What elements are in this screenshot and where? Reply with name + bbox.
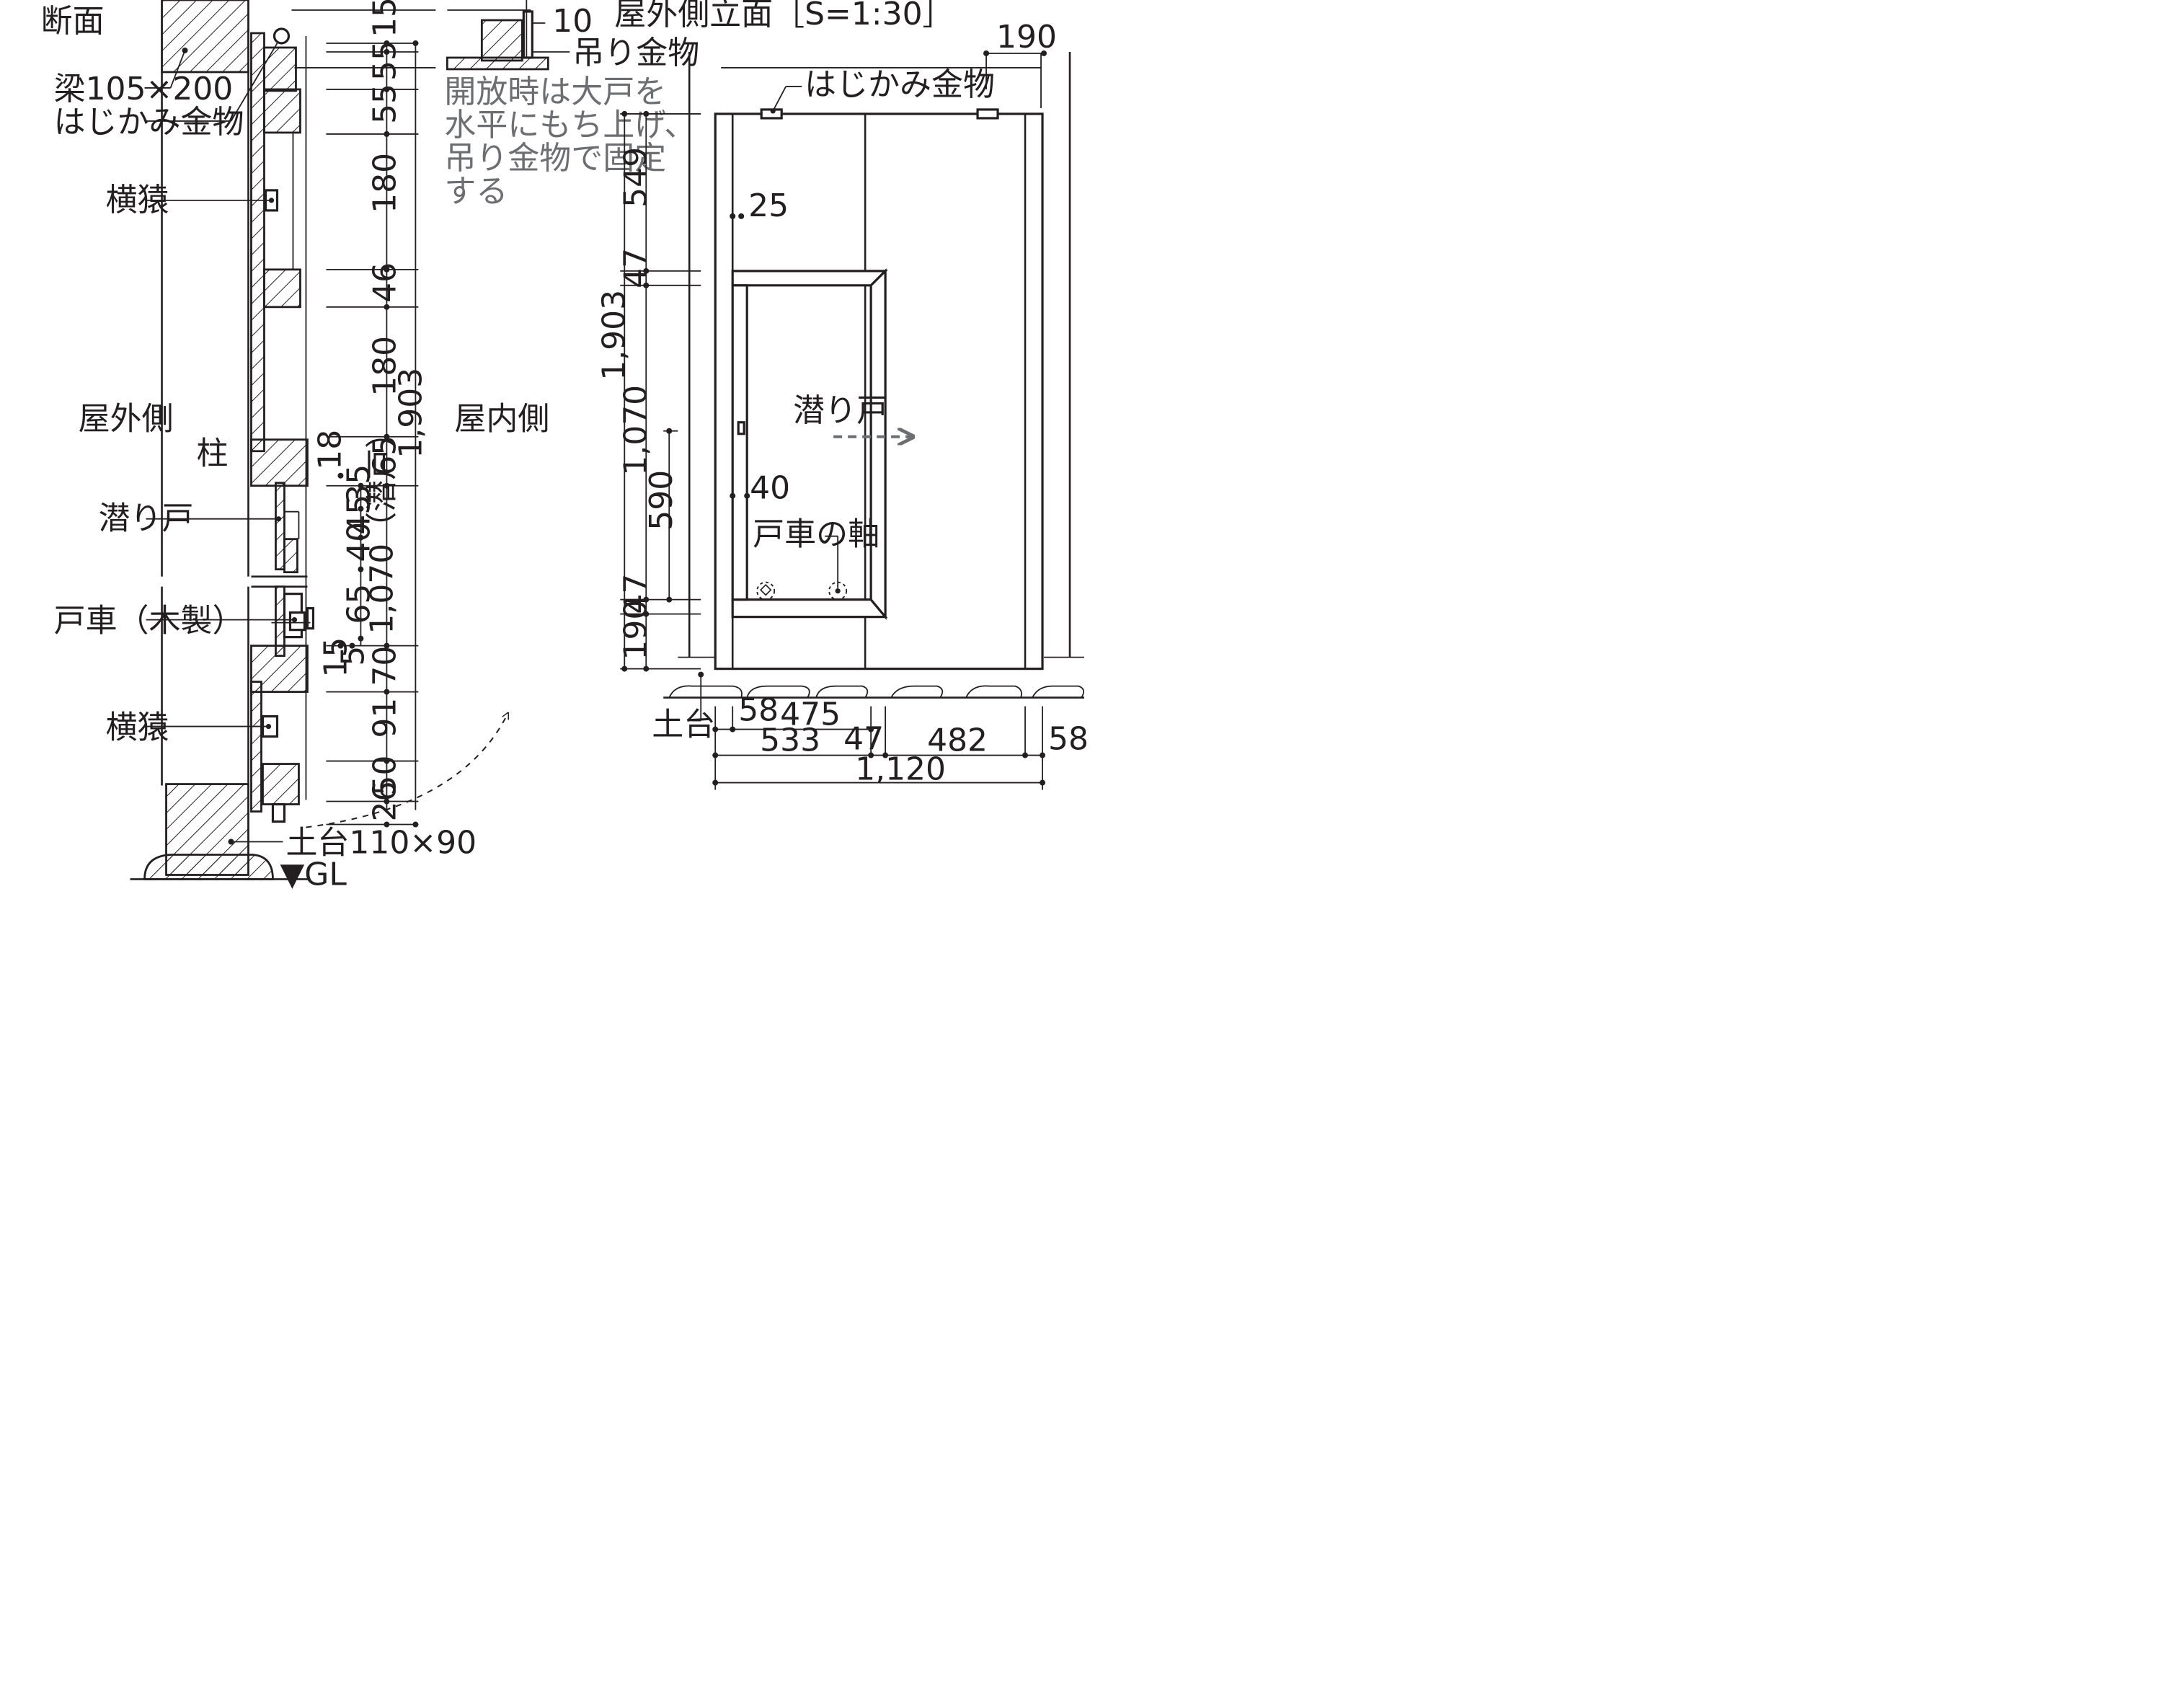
rail-top <box>263 88 301 134</box>
dim-35: 35 <box>340 464 377 505</box>
elevation-view: 屋外側立面［S=1:30］ はじかみ金物 潜り戸 戸車の軸 <box>595 0 1089 790</box>
dim-47-bottom: 47 <box>843 721 884 758</box>
hinge-right <box>976 108 999 120</box>
dim-47-lower: 47 <box>617 574 654 614</box>
detail-note-3: 吊り金物で固定 <box>444 140 666 177</box>
dim-1070-wicket: 1,070（潜戸） <box>363 417 400 634</box>
section-dimensions: 15 55 55 180 46 180 65 70 91 50 26 1,903… <box>311 0 429 828</box>
wicket-sill <box>731 598 888 619</box>
dim-475: 475 <box>780 696 841 733</box>
dim-533: 533 <box>760 722 820 759</box>
elevation-left-dimensions: 549 47 47 190 1,903 1,070 590 25 40 <box>595 110 790 672</box>
elevation-bottom-dimensions: 土台 58 475 533 47 482 58 1,120 <box>652 671 1089 790</box>
rail-middle <box>263 268 301 309</box>
detail-note-4: する <box>444 173 508 210</box>
dim-1070-elev: 1,070 <box>617 385 654 476</box>
foundation-stone <box>143 854 274 880</box>
beam <box>161 0 249 74</box>
hinge-pin <box>272 27 291 45</box>
section-view: 断面 <box>41 0 699 893</box>
detail-dim-10: 10 <box>552 3 593 40</box>
dim-70: 70 <box>366 646 403 686</box>
dim-180b: 180 <box>366 336 403 397</box>
detail-label-hanger: 吊り金物 <box>572 35 699 71</box>
wicket-head <box>731 270 888 287</box>
dim-55a: 55 <box>366 40 403 81</box>
label-roller-axis: 戸車の軸 <box>753 516 879 553</box>
dim-15-small: 15 <box>317 637 354 678</box>
wicket-board <box>275 482 285 571</box>
label-wicket-door: 潜り戸 <box>99 500 194 537</box>
door-roller <box>288 611 306 632</box>
dim-91: 91 <box>366 698 403 738</box>
dim-482: 482 <box>927 722 988 759</box>
rail-base <box>262 763 300 805</box>
dim-1903-elev: 1,903 <box>595 290 632 381</box>
elevation-title: 屋外側立面［S=1:30］ <box>614 0 954 32</box>
dim-180a: 180 <box>366 153 403 213</box>
label-outside: 屋外側 <box>79 401 174 438</box>
label-inside: 屋内側 <box>454 401 549 438</box>
dim-50: 50 <box>366 756 403 796</box>
dim-590: 590 <box>643 470 680 531</box>
detail-note-2: 水平にもち上げ、 <box>444 107 696 143</box>
dim-total-1903: 1,903 <box>392 368 429 459</box>
label-beam: 梁105×200 <box>54 71 234 107</box>
dim-190-left: 190 <box>617 600 654 660</box>
dim-65: 65 <box>366 435 403 476</box>
section-title: 断面 <box>41 3 105 40</box>
hanger-detail: 10 吊り金物 開放時は大戸を 水平にもち上げ、 吊り金物で固定 する <box>291 0 699 210</box>
dim-26: 26 <box>366 782 403 822</box>
detail-note-1: 開放時は大戸を <box>444 74 666 110</box>
dim-18: 18 <box>311 430 348 470</box>
dim-25: 25 <box>748 187 789 224</box>
dim-40: 40 <box>340 522 377 562</box>
dim-15: 15 <box>366 0 403 37</box>
label-sill-elev: 土台 <box>652 707 715 743</box>
detail-board <box>446 56 549 71</box>
dim-5: 5 <box>334 646 371 666</box>
label-hinge-hardware-elev: はじかみ金物 <box>805 66 995 103</box>
rail-bottom <box>250 438 309 487</box>
dim-47-upper: 47 <box>617 248 654 288</box>
wicket-rail <box>283 538 298 574</box>
dim-40-elev: 40 <box>750 470 790 507</box>
dim-65-wicket: 65 <box>340 584 377 624</box>
label-rail-upper: 横猿 <box>106 182 169 218</box>
label-gl: ▼GL <box>280 856 347 893</box>
hinge-block <box>263 46 297 92</box>
door-board-lower <box>250 681 262 813</box>
dim-549: 549 <box>617 147 654 208</box>
dim-45: 45 <box>340 495 377 535</box>
label-sill: 土台110×90 <box>285 825 477 862</box>
label-hinge-hardware: はじかみ金物 <box>54 104 244 141</box>
label-column: 柱 <box>197 435 229 472</box>
label-wicket-door-elev: 潜り戸 <box>793 392 888 429</box>
roller-left <box>756 581 776 601</box>
dim-top-190: 190 <box>996 19 1057 56</box>
dim-58-right: 58 <box>1048 721 1089 758</box>
dim-46: 46 <box>366 262 403 303</box>
detail-hanger <box>522 10 533 59</box>
label-door-roller: 戸車（木製） <box>54 603 244 640</box>
opening-arc <box>306 714 508 828</box>
label-rail-lower: 横猿 <box>106 709 169 746</box>
wicket-jamb <box>869 267 887 621</box>
ground-stones <box>663 685 1085 699</box>
dim-55b: 55 <box>366 84 403 124</box>
dim-1120: 1,120 <box>855 751 946 788</box>
wicket-handle <box>737 421 745 435</box>
door-board-upper <box>250 32 265 453</box>
dim-58-left: 58 <box>738 692 779 729</box>
detail-block <box>480 19 523 62</box>
